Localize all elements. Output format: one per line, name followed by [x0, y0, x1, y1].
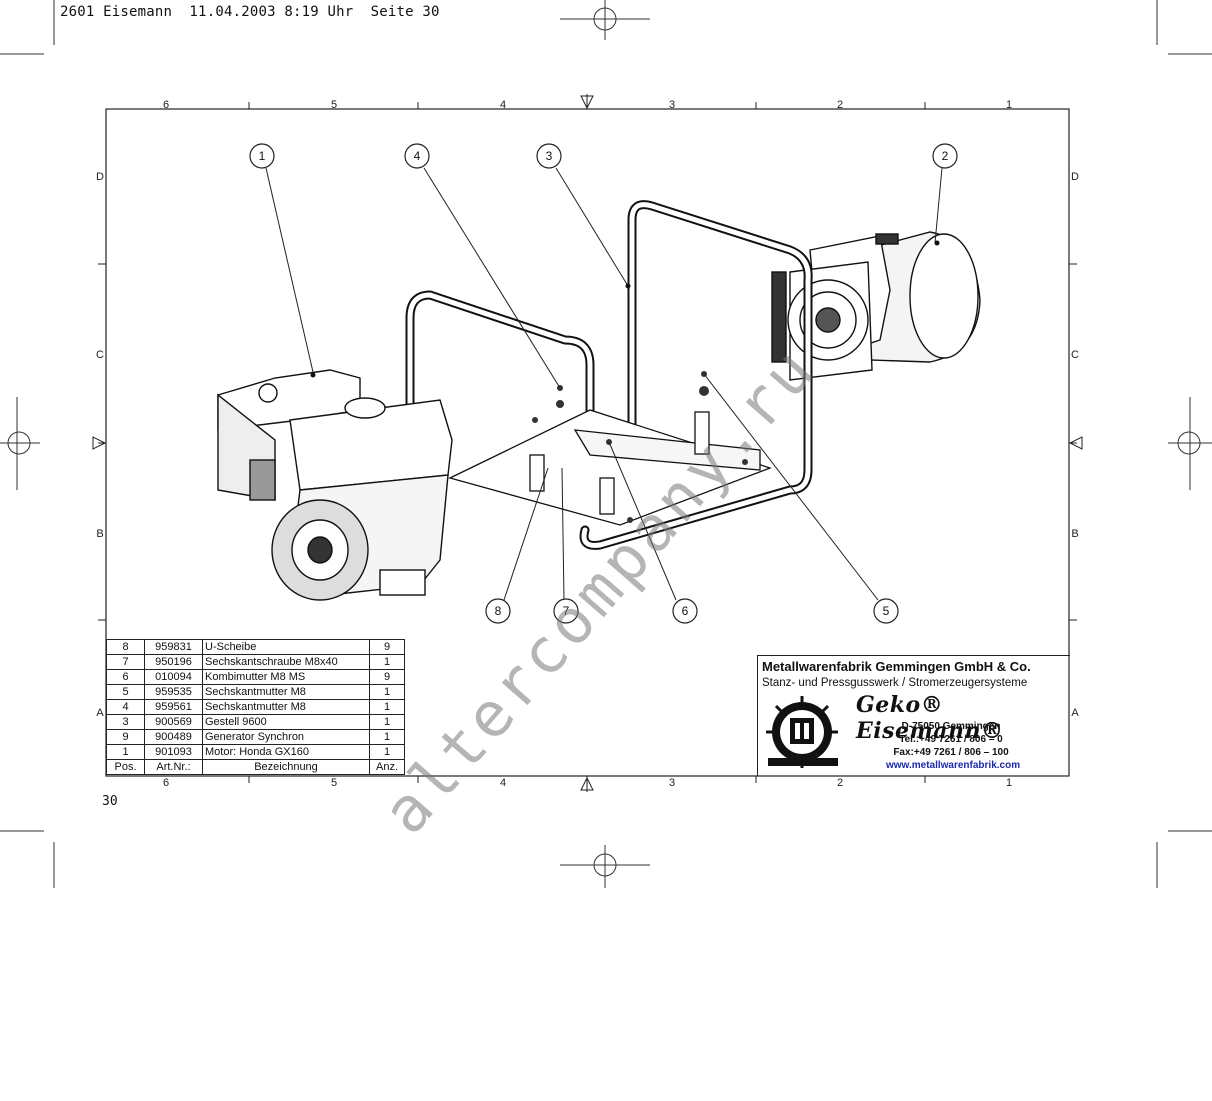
- company-name: Metallwarenfabrik Gemmingen GmbH & Co.: [762, 659, 1031, 674]
- callout-6: 6: [682, 604, 689, 618]
- row-label-b-right: B: [1071, 528, 1078, 540]
- callout-8: 8: [495, 604, 502, 618]
- row-label-c-right: C: [1071, 349, 1079, 361]
- table-row: 1 901093 Motor: Honda GX160 1: [106, 744, 405, 760]
- base-plate: [448, 409, 772, 526]
- row-label-c: C: [96, 349, 104, 361]
- parts-list-table: 8 959831 U-Scheibe 9 7 950196 Sechskants…: [106, 639, 405, 775]
- callout-3: 3: [546, 149, 553, 163]
- table-row: 7 950196 Sechskantschraube M8x40 1: [106, 654, 405, 670]
- table-row: 9 900489 Generator Synchron 1: [106, 729, 405, 745]
- title-block: Metallwarenfabrik Gemmingen GmbH & Co. S…: [757, 655, 1070, 776]
- row-label-a: A: [96, 707, 104, 719]
- col-label-1-bottom: 1: [1006, 777, 1012, 789]
- leader-lines: [265, 167, 943, 601]
- table-row: 6 010094 Kombimutter M8 MS 9: [106, 669, 405, 685]
- company-address: D-75050 Gemmingen: [901, 721, 1001, 732]
- col-label-1: 1: [1006, 99, 1012, 111]
- brand-logo: Geko® Eisemann®: [856, 692, 1004, 744]
- row-label-a-right: A: [1071, 707, 1079, 719]
- col-label-3: 3: [669, 99, 675, 111]
- row-label-d: D: [96, 171, 104, 183]
- callout-1: 1: [259, 149, 266, 163]
- table-row: 3 900569 Gestell 9600 1: [106, 714, 405, 730]
- callout-4: 4: [414, 149, 421, 163]
- company-subtitle: Stanz- und Pressgusswerk / Stromerzeuger…: [762, 677, 1028, 689]
- table-row: 4 959561 Sechskantmutter M8 1: [106, 699, 405, 715]
- col-label-4-bottom: 4: [500, 777, 506, 789]
- company-address-block: D-75050 Gemmingen Tel.:+49 7261 / 806 – …: [886, 720, 1021, 772]
- col-label-3-bottom: 3: [669, 777, 675, 789]
- col-label-4: 4: [500, 99, 506, 111]
- company-fax: Fax:+49 7261 / 806 – 100: [893, 747, 1009, 758]
- engine-illustration: [217, 369, 453, 601]
- company-tel: Tel.:+49 7261 / 806 – 0: [899, 734, 1003, 745]
- page-header: 2601 Eisemann 11.04.2003 8:19 Uhr Seite …: [60, 4, 440, 20]
- row-label-b: B: [96, 528, 103, 540]
- col-label-5-bottom: 5: [331, 777, 337, 789]
- row-label-d-right: D: [1071, 171, 1079, 183]
- company-logo-icon: [766, 696, 838, 768]
- table-row: 8 959831 U-Scheibe 9: [106, 639, 405, 655]
- col-label-6-bottom: 6: [163, 777, 169, 789]
- callout-5: 5: [883, 604, 890, 618]
- col-label-5: 5: [331, 99, 337, 111]
- callout-7: 7: [563, 604, 570, 618]
- registration-marks: [0, 0, 1212, 888]
- callout-2: 2: [942, 149, 949, 163]
- table-header-row: Pos. Art.Nr.: Bezeichnung Anz.: [106, 759, 405, 775]
- col-label-6: 6: [163, 99, 169, 111]
- table-row: 5 959535 Sechskantmutter M8 1: [106, 684, 405, 700]
- company-website-link[interactable]: www.metallwarenfabrik.com: [886, 760, 1021, 771]
- col-label-2-bottom: 2: [837, 777, 843, 789]
- page-number: 30: [102, 794, 118, 809]
- col-label-2: 2: [837, 99, 843, 111]
